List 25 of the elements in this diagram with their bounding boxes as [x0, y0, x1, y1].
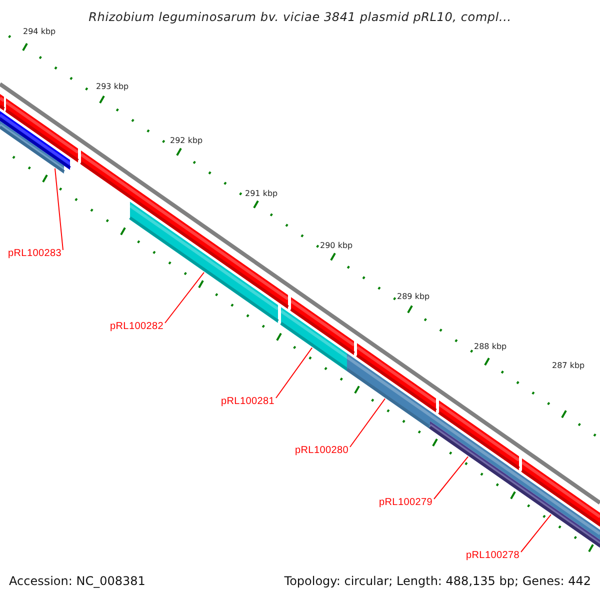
gene-label: pRL100282	[110, 321, 164, 332]
map-info: Topology: circular; Length: 488,135 bp; Genes: 442	[284, 574, 591, 588]
scale-label: 293 kbp	[96, 82, 129, 91]
scale-label: 287 kbp	[552, 361, 585, 370]
gene-bar	[346, 353, 600, 540]
leader-line	[434, 456, 468, 500]
gene-bar	[129, 202, 279, 324]
gene-label: pRL100283	[8, 248, 62, 259]
scale-label: 294 kbp	[23, 27, 56, 36]
gene-bar	[0, 121, 65, 174]
leader-line	[520, 514, 552, 552]
gene-label: pRL100278	[466, 550, 520, 561]
scale-label: 289 kbp	[397, 292, 430, 301]
gene-label: pRL100280	[295, 445, 349, 456]
gene-label: pRL100279	[379, 497, 433, 508]
scale-label: 291 kbp	[245, 189, 278, 198]
scale-label: 290 kbp	[320, 241, 353, 250]
leader-line	[350, 398, 386, 448]
leader-line	[54, 168, 64, 250]
gene-label: pRL100281	[221, 396, 275, 407]
gene-bar	[280, 307, 348, 372]
leader-line	[276, 347, 312, 398]
leader-line	[164, 272, 204, 324]
map-info: Accession: NC_008381	[9, 574, 146, 588]
map-title: Rhizobium leguminosarum bv. viciae 3841 plasmid pRL10, compl...	[88, 10, 512, 24]
